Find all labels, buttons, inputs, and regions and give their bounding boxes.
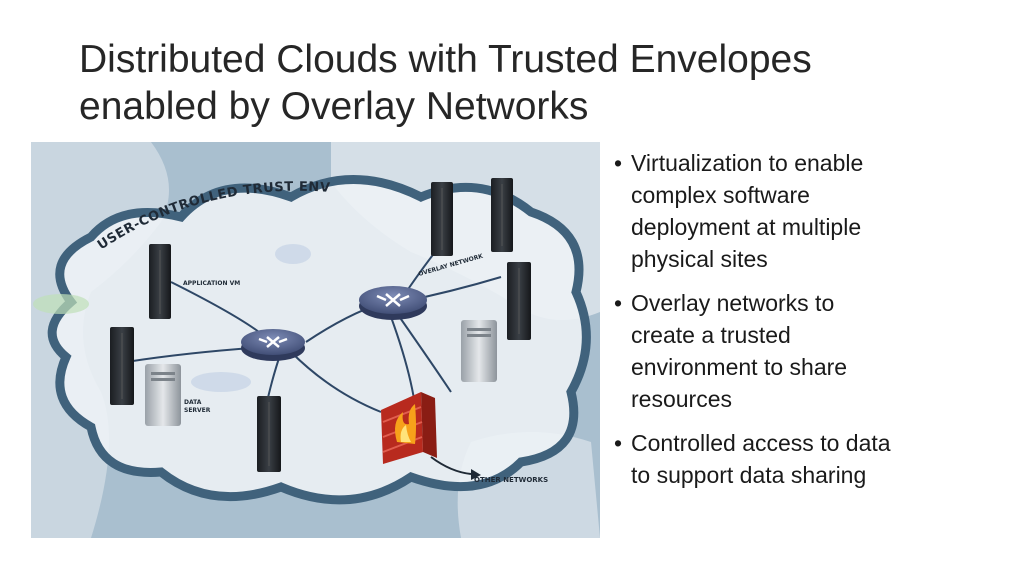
data-server (145, 364, 181, 426)
bullet-item: • Overlay networks to create a trusted e… (614, 287, 1014, 415)
bullet-line: Virtualization to enable (631, 150, 864, 176)
server-rack (431, 182, 453, 256)
application-vm-label: APPLICATION VM (183, 280, 240, 287)
bullet-line: complex software (631, 182, 810, 208)
other-networks-arrow (430, 456, 472, 475)
bullet-dot-icon: • (614, 290, 623, 316)
bullet-line: to support data sharing (631, 462, 867, 488)
diagram-svg: USER-CONTROLLED TRUST ENVELOPE APPLICATI… (31, 142, 600, 538)
slide-title: Distributed Clouds with Trusted Envelope… (79, 36, 979, 130)
server-rack (149, 244, 171, 319)
background-bubble (275, 244, 311, 264)
bullet-line: Overlay networks to (631, 290, 835, 316)
bullet-line: physical sites (631, 246, 768, 272)
bullet-line: create a trusted (631, 322, 791, 348)
firewall-icon (381, 392, 437, 464)
bullet-line: deployment at multiple (631, 214, 862, 240)
arrow-head-icon (471, 469, 481, 480)
server-rack (110, 327, 134, 405)
trust-envelope-cloud (47, 175, 591, 505)
other-networks-label: OTHER NETWORKS (474, 476, 548, 484)
bullet-list: • Virtualization to enable complex softw… (614, 147, 1014, 503)
server-rack (491, 178, 513, 252)
background-bubble (33, 294, 89, 314)
data-server-label-line-1: DATA (184, 399, 202, 406)
server-silver (461, 320, 497, 382)
router-icon (241, 329, 305, 361)
slide-title-line-1: Distributed Clouds with Trusted Envelope… (79, 38, 812, 81)
background-bubble (191, 372, 251, 392)
bullet-item: • Virtualization to enable complex softw… (614, 147, 1014, 275)
server-rack (257, 396, 281, 472)
overlay-network-diagram: USER-CONTROLLED TRUST ENVELOPE APPLICATI… (31, 142, 600, 538)
server-rack (507, 262, 531, 340)
bullet-line: environment to share (631, 354, 848, 380)
bullet-dot-icon: • (614, 150, 623, 176)
bullet-dot-icon: • (614, 430, 623, 456)
bullet-item: • Controlled access to data to support d… (614, 427, 1014, 491)
router-icon (359, 286, 427, 320)
data-server-label-line-2: SERVER (184, 407, 211, 414)
bullet-line: resources (631, 386, 732, 412)
bullet-line: Controlled access to data (631, 430, 891, 456)
slide-title-line-2: enabled by Overlay Networks (79, 85, 589, 128)
